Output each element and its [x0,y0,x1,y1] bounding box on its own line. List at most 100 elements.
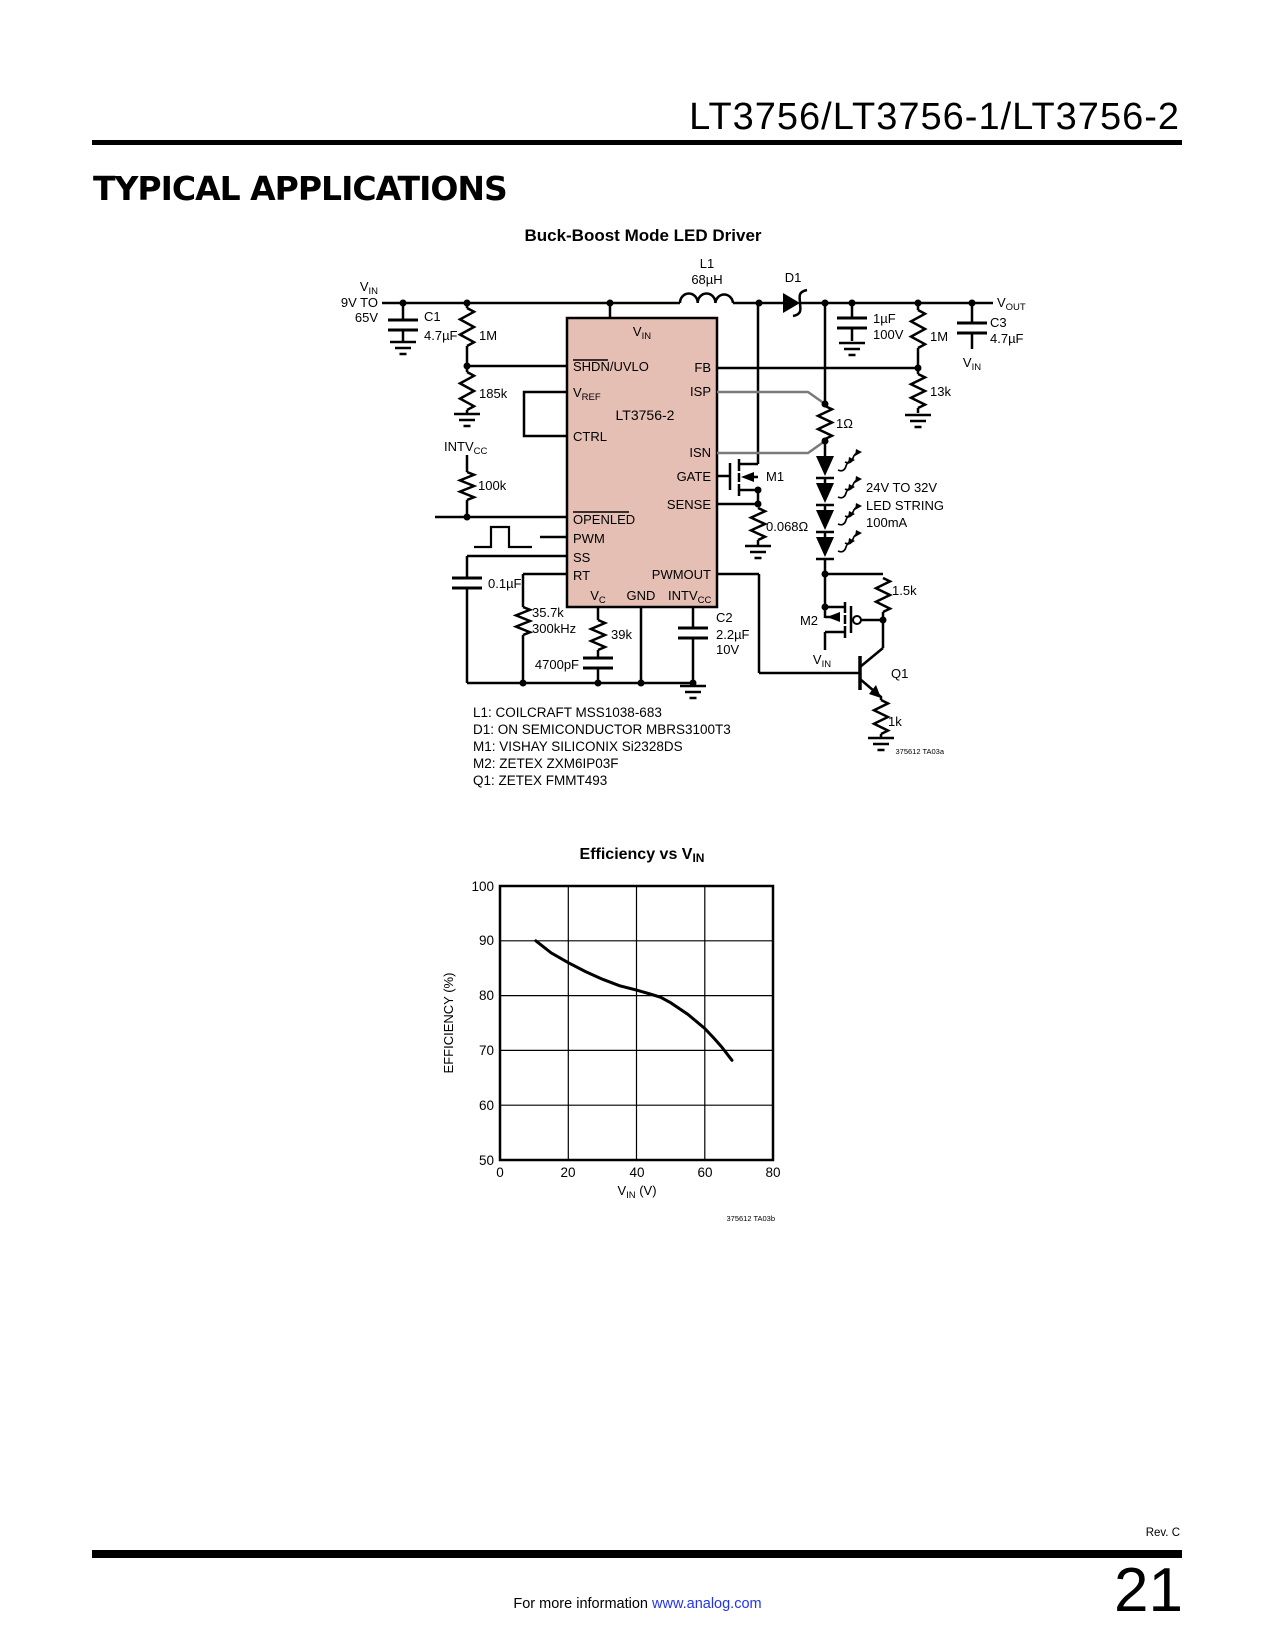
m1-name: M1 [766,469,784,484]
pin-pwmout: PWMOUT [652,567,711,582]
cap-c1 [386,318,420,332]
graph-ylabel: EFFICIENCY (%) [441,973,456,1074]
resistor-39k [587,618,609,652]
note-l1: L1: COILCRAFT MSS1038-683 [473,705,662,720]
note-m2: M2: ZETEX ZXM6IP03F [473,756,619,771]
vin-net-m2: VIN [813,652,831,670]
resistor-0r068 [747,506,769,542]
pin-overlines [573,359,629,513]
led-string-note-3: 100mA [866,515,908,530]
footer-info: For more information www.analog.com [0,1596,1275,1612]
c1uf-value: 1µF [873,311,896,326]
r185k: 185k [479,386,508,401]
circuit-labels: VIN 9V TO 65V C1 4.7µF 1M 185k INTVCC 10… [341,256,1026,756]
page-number: 21 [1114,1556,1183,1625]
r35k7-freq: 300kHz [532,621,576,636]
svg-text:70: 70 [479,1043,494,1058]
footer-info-text: For more information [513,1596,652,1612]
resistor-100k [456,470,478,502]
r35k7: 35.7k [532,605,564,620]
graph-y-tick-labels: 100 90 80 70 60 50 [471,879,494,1168]
svg-text:100: 100 [471,879,494,894]
efficiency-graph: Efficiency vs VIN 100 90 80 70 60 50 0 2… [441,846,781,1223]
resistor-13k [908,372,928,410]
circuit-wires [382,292,993,738]
cap-0u1 [450,576,484,590]
q1-emitter-arrow [869,685,881,698]
pin-ss: SS [573,550,591,565]
r1m-right: 1M [930,329,948,344]
header-rule [92,140,1182,145]
pwm-pulse-symbol [474,525,532,549]
revision-label: Rev. C [1145,1527,1180,1539]
resistor-185k [457,370,477,412]
c4700pf: 4700pF [535,657,579,672]
pin-vin: VIN [633,324,651,342]
graph-xlabel: VIN (V) [617,1183,656,1201]
resistors [456,306,928,736]
pin-gnd: GND [627,588,656,603]
pin-rt: RT [573,568,590,583]
part-number-title: LT3756/LT3756-1/LT3756-2 [689,96,1180,138]
pin-intvcc: INTVCC [668,588,711,606]
led-string-note-1: 24V TO 32V [866,480,937,495]
isp-wire [717,390,826,406]
rsense: 0.068Ω [766,519,809,534]
pin-isp: ISP [690,384,711,399]
note-d1: D1: ON SEMICONDUCTOR MBRS3100T3 [473,722,731,737]
pin-gate: GATE [677,469,712,484]
r1ohm: 1Ω [836,416,853,431]
transistor-symbols [741,472,881,698]
pin-shdn-uvlo: SHDN/UVLO [573,359,649,374]
q1-name: Q1 [891,666,908,681]
resistor-1k5 [873,576,893,614]
pin-vc: VC [590,588,606,606]
svg-text:65V: 65V [355,310,378,325]
r13k: 13k [930,384,951,399]
r39k: 39k [611,627,632,642]
c1uf-voltage: 100V [873,327,904,342]
diode-d1 [783,288,808,318]
pin-sense: SENSE [667,497,711,512]
ic-part-name: LT3756-2 [616,407,675,423]
cap-c2 [676,626,710,640]
svg-text:9V TO: 9V TO [341,295,378,310]
pin-ctrl: CTRL [573,429,607,444]
resistor-35k7 [512,605,534,637]
ic-body [565,316,719,609]
pin-vref: VREF [573,385,601,403]
svg-text:40: 40 [629,1165,644,1180]
c1-value: 4.7µF [424,328,458,343]
c3-name: C3 [990,315,1007,330]
isn-wire [717,439,826,455]
d1-name: D1 [785,270,802,285]
pin-fb: FB [694,360,711,375]
circuit-title: Buck-Boost Mode LED Driver [524,226,762,245]
graph-frame [498,884,775,1162]
svg-text:50: 50 [479,1153,494,1168]
graph-x-tick-labels: 0 20 40 60 80 [496,1165,780,1180]
vin-net-right: VIN [963,355,981,373]
circuit-fig-id: 375612 TA03a [895,747,944,756]
circuit-schematic: VIN 9V TO 65V C1 4.7µF 1M 185k INTVCC 10… [341,256,1026,788]
pin-pwm: PWM [573,531,605,546]
analog-link[interactable]: www.analog.com [652,1596,762,1612]
led-string [816,449,862,559]
ic-pin-labels: VIN SHDN/UVLO VREF CTRL OPENLED PWM SS R… [573,324,711,606]
efficiency-curve [534,939,734,1062]
vout-label: VOUT [997,295,1026,313]
inductor-l1 [678,292,735,304]
footer-rule [92,1550,1182,1558]
junction-dots [399,299,976,687]
svg-text:80: 80 [765,1165,780,1180]
intvcc-net-label: INTVCC [444,439,487,457]
m1-arrow [741,472,754,482]
section-title: TYPICAL APPLICATIONS [93,169,508,208]
resistor-1m-right [908,308,928,350]
component-notes: L1: COILCRAFT MSS1038-683 D1: ON SEMICON… [473,705,731,788]
l1-name: L1 [700,256,714,271]
svg-text:60: 60 [697,1165,712,1180]
m2-gate-bubble [852,615,862,625]
kelvin-sense-wires [717,390,826,455]
